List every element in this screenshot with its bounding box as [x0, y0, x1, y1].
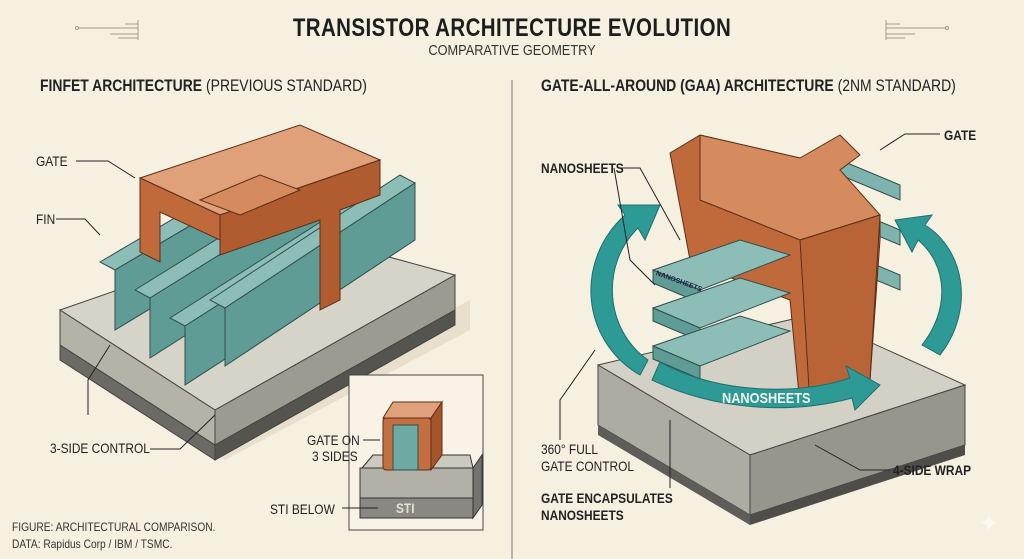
figure-caption: FIGURE: ARCHITECTURAL COMPARISON. — [12, 520, 216, 534]
sparkle-icon: ✦ — [978, 508, 1000, 538]
gaa-diagram — [590, 134, 967, 525]
label-360-full: 360° FULL — [541, 441, 599, 457]
label-gate-control: GATE CONTROL — [541, 458, 635, 474]
label-4-side-wrap: 4-SIDE WRAP — [893, 462, 972, 478]
finfet-heading-bold: FINFET ARCHITECTURE — [40, 76, 203, 95]
finfet-diagram — [58, 124, 470, 461]
label-sti-below: STI BELOW — [270, 501, 335, 517]
data-source: DATA: Rapidus Corp / IBM / TSMC. — [12, 537, 173, 551]
circuit-decoration-right — [885, 20, 949, 40]
finfet-inset — [348, 374, 484, 531]
label-nanosheets: NANOSHEETS — [541, 160, 624, 176]
label-sti: STI — [396, 500, 415, 516]
circuit-decoration-left — [75, 20, 139, 40]
label-fin: FIN — [36, 211, 56, 227]
finfet-gate — [138, 124, 382, 311]
label-gaa-gate: GATE — [944, 127, 977, 143]
gaa-heading-bold: GATE-ALL-AROUND (GAA) ARCHITECTURE — [541, 76, 834, 95]
gaa-gate — [669, 134, 881, 406]
page-subtitle: COMPARATIVE GEOMETRY — [428, 42, 596, 59]
page-title: TRANSISTOR ARCHITECTURE EVOLUTION — [292, 14, 732, 42]
finfet-heading: FINFET ARCHITECTURE (PREVIOUS STANDARD) — [40, 76, 367, 96]
label-gate: GATE — [36, 153, 68, 169]
finfet-heading-light: (PREVIOUS STANDARD) — [205, 76, 367, 95]
label-3-side-control: 3-SIDE CONTROL — [50, 440, 150, 456]
gaa-heading: GATE-ALL-AROUND (GAA) ARCHITECTURE (2NM … — [541, 76, 956, 96]
label-arrow-nanosheets: NANOSHEETS — [722, 390, 811, 407]
label-3-sides: 3 SIDES — [312, 448, 358, 464]
nanosheets — [651, 239, 792, 380]
label-encapsulates-nanosheets: NANOSHEETS — [541, 507, 624, 523]
label-gate-on: GATE ON — [307, 432, 360, 448]
label-gate-encapsulates: GATE ENCAPSULATES — [541, 490, 673, 506]
gaa-heading-light: (2NM STANDARD) — [837, 76, 956, 95]
